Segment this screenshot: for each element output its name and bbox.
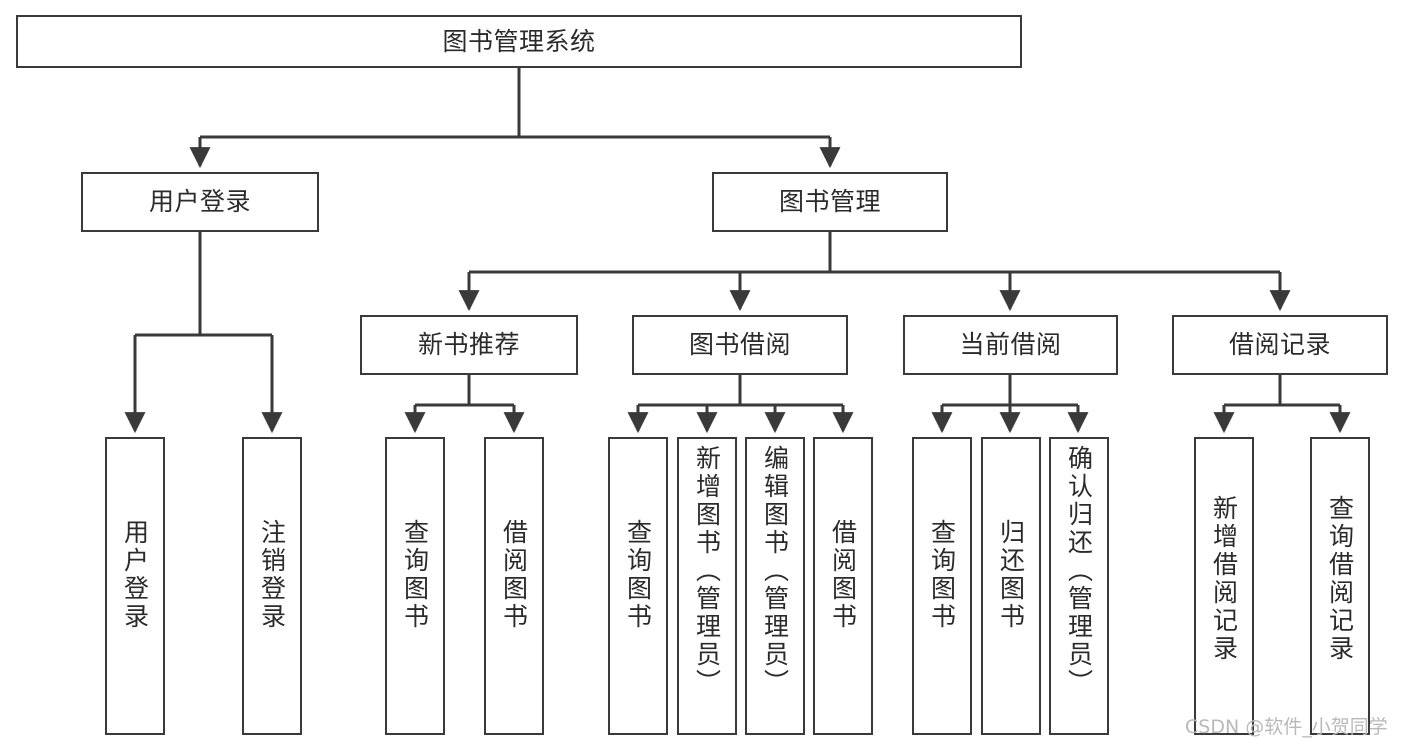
leaf-edit-book-admin[interactable]: 编辑图书（管理员） (745, 437, 805, 735)
node-book-borrow[interactable]: 图书借阅 (632, 315, 848, 375)
node-label: 注销登录 (257, 519, 287, 631)
leaf-confirm-return-admin[interactable]: 确认归还（管理员） (1049, 437, 1109, 735)
node-label: 图书管理系统 (442, 26, 596, 56)
node-borrow-record[interactable]: 借阅记录 (1172, 315, 1388, 375)
node-new-book-recommend[interactable]: 新书推荐 (360, 315, 578, 375)
leaf-query-book-borrow[interactable]: 查询图书 (608, 437, 668, 735)
node-label: 确认归还（管理员） (1064, 445, 1094, 697)
node-label: 新增借阅记录 (1209, 495, 1239, 663)
leaf-query-borrow-record[interactable]: 查询借阅记录 (1310, 437, 1370, 735)
watermark: CSDN @软件_小贺同学 (1185, 716, 1388, 738)
node-label: 用户登录 (148, 187, 251, 217)
node-label: 借阅记录 (1228, 330, 1331, 360)
leaf-return-book[interactable]: 归还图书 (981, 437, 1041, 735)
node-label: 新增图书（管理员） (692, 445, 722, 697)
node-label: 查询借阅记录 (1325, 495, 1355, 663)
node-root-library-system[interactable]: 图书管理系统 (16, 15, 1022, 68)
leaf-logout[interactable]: 注销登录 (242, 437, 302, 735)
node-label: 当前借阅 (959, 330, 1062, 360)
leaf-add-borrow-record[interactable]: 新增借阅记录 (1194, 437, 1254, 735)
leaf-borrow-book[interactable]: 借阅图书 (813, 437, 873, 735)
node-label: 图书借阅 (688, 330, 791, 360)
node-label: 新书推荐 (417, 330, 520, 360)
node-label: 归还图书 (996, 519, 1026, 631)
node-current-borrow[interactable]: 当前借阅 (903, 315, 1118, 375)
leaf-query-book-newbook[interactable]: 查询图书 (385, 437, 445, 735)
node-label: 借阅图书 (828, 519, 858, 631)
node-label: 查询图书 (927, 519, 957, 631)
node-book-management[interactable]: 图书管理 (712, 172, 948, 232)
node-label: 查询图书 (400, 519, 430, 631)
leaf-user-login[interactable]: 用户登录 (105, 437, 165, 735)
node-label: 图书管理 (778, 187, 881, 217)
leaf-borrow-book-newbook[interactable]: 借阅图书 (484, 437, 544, 735)
node-label: 编辑图书（管理员） (760, 445, 790, 697)
leaf-add-book-admin[interactable]: 新增图书（管理员） (677, 437, 737, 735)
node-label: 用户登录 (120, 519, 150, 631)
node-user-login[interactable]: 用户登录 (81, 172, 319, 232)
leaf-query-book-current[interactable]: 查询图书 (912, 437, 972, 735)
node-label: 查询图书 (623, 519, 653, 631)
node-label: 借阅图书 (499, 519, 529, 631)
